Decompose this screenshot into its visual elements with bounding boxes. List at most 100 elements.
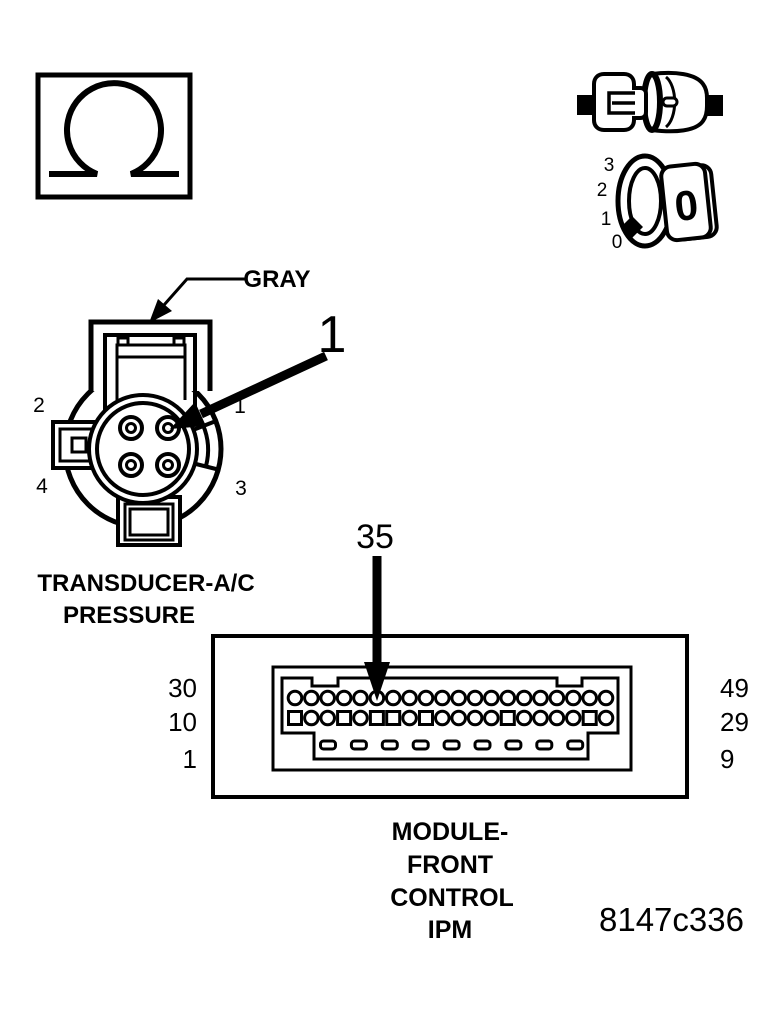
ignition-ring-inner (627, 166, 663, 236)
module-name-line4: IPM (428, 916, 472, 944)
pin-4 (118, 452, 144, 478)
gray-callout: GRAY (149, 266, 311, 323)
pin-4-core (125, 459, 137, 471)
pin-3-core (162, 459, 174, 471)
module-pin-top (335, 689, 353, 707)
pin35-callout: 35 (356, 518, 394, 701)
position-pointer-icon (621, 216, 643, 238)
module-pin-middle (565, 709, 582, 727)
tab-rect (70, 436, 88, 454)
module-pin-top (548, 689, 566, 707)
module-pin-top (401, 689, 418, 707)
connector-female-body (650, 70, 709, 134)
key-position-value: 0 (672, 181, 700, 230)
row-label-left-middle: 10 (168, 707, 197, 737)
module-pin-top (565, 689, 582, 707)
module-pin-middle (434, 709, 451, 727)
housing-inner (103, 333, 197, 412)
latch-bar (115, 343, 187, 359)
pin1-arrow-shaft (199, 351, 328, 419)
module-pin-middle-square (287, 710, 303, 726)
module-pin-top (466, 689, 484, 707)
module-pin-top (384, 689, 402, 707)
module-pin-middle (548, 709, 566, 727)
pin-2 (118, 415, 144, 441)
transducer-connector: 2 1 4 3 (33, 319, 247, 547)
row-label-right-top: 49 (720, 673, 749, 703)
dial-position-0: 0 (612, 232, 623, 253)
disconnected-connector-icon (577, 70, 723, 134)
module-pin-bottom-slot (535, 739, 554, 751)
omega-icon (49, 80, 179, 177)
row-label-left-top: 30 (168, 673, 197, 703)
ohmmeter-symbol-icon (35, 72, 193, 200)
module-name-line3: CONTROL (390, 884, 514, 912)
module-pin-top (483, 689, 500, 707)
pin-label-1: 1 (234, 395, 246, 418)
pin-3 (155, 452, 181, 478)
terminal-fork (607, 91, 635, 115)
module-pin-middle-square (499, 710, 516, 726)
module-pin-grid (286, 689, 615, 751)
rib-line (195, 462, 221, 472)
module-pin-middle (401, 709, 418, 727)
module-pin-bottom-slot (442, 739, 461, 751)
tab-rect (128, 507, 170, 537)
pin1-arrowhead-icon (170, 402, 206, 429)
module-name-line1: MODULE- (392, 818, 509, 846)
module-pin-top (352, 689, 369, 707)
row-label-right-middle: 29 (720, 707, 749, 737)
module-pin-top (581, 689, 599, 707)
dial-position-1: 1 (601, 209, 612, 230)
module-pin-top (515, 689, 533, 707)
module-pin-middle (483, 709, 500, 727)
module-pin-top (450, 689, 468, 707)
module-pin-middle (515, 709, 533, 727)
figure-id: 8147c336 (599, 901, 744, 938)
gray-leader-line (162, 277, 246, 306)
connector-slot (661, 96, 679, 108)
module-pin-middle-square (336, 710, 353, 726)
module-pin-middle (532, 709, 549, 727)
module-pin-middle-square (368, 710, 385, 726)
pin35-arrowhead-icon (364, 662, 390, 701)
module-name-line2: FRONT (407, 851, 493, 879)
wire-stub-left (577, 95, 596, 115)
module-pin-middle (303, 709, 320, 727)
key-icon: 0 (659, 161, 719, 243)
pin-label-3: 3 (235, 477, 247, 500)
key-head-front (659, 161, 713, 243)
module-pin-middle-square (581, 710, 598, 726)
module-pin-middle (450, 709, 468, 727)
module-pin-middle (466, 709, 484, 727)
module-pin-top (303, 689, 320, 707)
connector-color-label: GRAY (243, 266, 310, 293)
module-pin-bottom-slot (566, 739, 585, 751)
module-pin-bottom-slot (380, 739, 399, 751)
transducer-name-line1: TRANSDUCER-A/C (37, 570, 254, 597)
transducer-pins (118, 415, 181, 478)
pin-cavity-inner (95, 401, 191, 497)
module-pin-bottom-slot (411, 739, 430, 751)
module-pin-top (597, 689, 615, 707)
module-pin-bottom-slot (473, 739, 492, 751)
pin-2-core (125, 422, 137, 434)
module-pin-top (499, 689, 517, 707)
module-pin-middle-square (385, 710, 402, 726)
gray-arrowhead-icon (149, 299, 172, 323)
ignition-switch-position-icon: 0 3 2 1 0 (597, 153, 719, 253)
module-pin-top (286, 689, 304, 707)
pin-label-4: 4 (36, 475, 48, 498)
module-pin-middle (352, 709, 369, 727)
module-pin-middle (319, 709, 337, 727)
module-pin-middle (597, 709, 615, 727)
module-pin-top (532, 689, 549, 707)
module-pin-middle-square (418, 710, 434, 726)
module-pin-bottom-slot (504, 739, 523, 751)
pin-label-2: 2 (33, 394, 45, 417)
module-pin-bottom-slot (349, 739, 368, 751)
ohmmeter-box (35, 72, 193, 200)
dial-position-3: 3 (604, 155, 615, 176)
module-connector: 30 10 1 49 29 9 (168, 634, 749, 799)
